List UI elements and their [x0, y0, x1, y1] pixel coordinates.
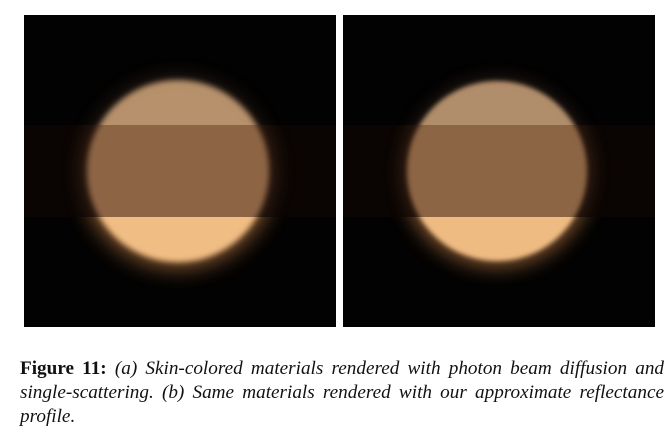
figure-caption-text: (a) Skin-colored materials rendered with…	[20, 358, 665, 427]
render-b-image	[343, 15, 655, 327]
disc-top-band	[419, 81, 575, 125]
disc-middle-band	[87, 125, 269, 217]
figure-panel-b	[343, 15, 655, 327]
figure-caption: Figure 11: (a) Skin-colored materials re…	[20, 357, 664, 429]
disc-bottom-band	[419, 217, 575, 261]
disc-top-band	[99, 80, 257, 125]
figure-label: Figure 11:	[20, 358, 107, 379]
render-a-image	[24, 15, 336, 327]
figure-panel-a	[24, 15, 336, 327]
disc-middle-band	[407, 125, 587, 217]
disc-bottom-band	[99, 217, 257, 262]
